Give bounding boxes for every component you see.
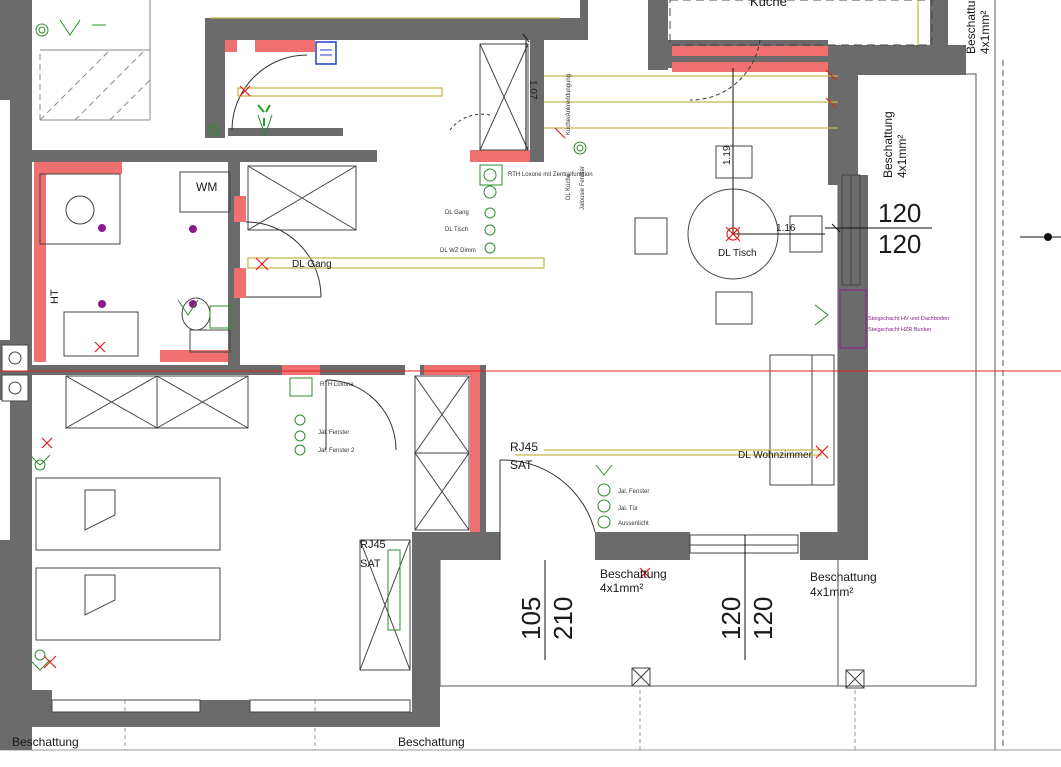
window-dim-a-top: 105 (516, 597, 546, 640)
switch-symbols (29, 19, 829, 671)
appliance-heater: HT (49, 289, 61, 304)
switch-label-kueche-vertical: Küche/Ankreddungung (566, 74, 572, 135)
walls (0, 0, 966, 750)
shaft-label-2: Steigschacht HZR Bunker (868, 327, 931, 333)
switch-label-dl-gang: DL Gang (445, 210, 469, 216)
outlet-rj45-b: RJ45 (360, 539, 386, 551)
shading-spec-bottom-right: 4x1mm² (810, 585, 853, 599)
purple-outlets (98, 224, 197, 308)
shading-spec-right: 4x1mm² (895, 135, 909, 178)
reference-dot (1044, 233, 1052, 241)
light-wiring (210, 0, 919, 456)
switch-label-dl-kueche: DL Küche (566, 173, 572, 200)
shading-label-bottom-mid: Beschattung (398, 735, 465, 749)
switch-label-jal-fenster: Jal. Fenster (318, 430, 349, 436)
stair-hatch (39, 49, 151, 121)
switch-label-dl-wz: DL WZ Dimm (440, 248, 476, 254)
shaft-box (839, 289, 867, 349)
window-dim-a-bottom: 210 (548, 597, 578, 640)
switch-label-jal-fenster-kueche: Jalousie Fenster (580, 166, 586, 210)
window-dim-right-bottom: 120 (878, 229, 921, 259)
switch-label-rth-loxone: RTH Loxone (320, 382, 354, 388)
shaft-label-1: Steigschacht HV und Dachboden (868, 316, 949, 322)
shading-spec-bottom-center: 4x1mm² (600, 581, 643, 595)
dim-119: 1.19 (722, 145, 733, 165)
switch-symbols-bright (257, 104, 271, 126)
wall-highlights (34, 40, 828, 532)
door-swings (231, 39, 761, 560)
outlet-rj45-a: RJ45 (510, 440, 538, 454)
shading-label-bottom-left: Beschattung (12, 735, 79, 749)
dimension-lines (522, 33, 1061, 660)
appliance-washer: WM (196, 180, 217, 194)
light-label-tisch: DL Tisch (718, 248, 757, 259)
shading-label-bottom-right: Beschattung (810, 570, 877, 584)
switch-label-jal-tuer: Jal. Tür (618, 506, 638, 512)
window-dim-right-top: 120 (878, 198, 921, 228)
cabinets (1, 0, 933, 713)
switch-label-rth-loxone-zentral: RTH Loxone mit Zentralfunktion (508, 172, 593, 178)
switch-label-dl-tisch: DL Tisch (445, 227, 468, 233)
shading-spec-top-right: 4x1mm² (978, 11, 992, 54)
distribution-panel-icon (315, 41, 337, 65)
window-dim-b-bottom: 120 (748, 597, 778, 640)
light-label-wohnzimmer: DL Wohnzimmer (738, 450, 813, 461)
shading-label-bottom-center: Beschattung (600, 567, 667, 581)
light-markers (41, 69, 837, 669)
switch-label-jal-fenster-wz: Jal. Fenster (618, 489, 649, 495)
switch-label-jal-fenster-2: Jal. Fenster 2 (318, 448, 355, 454)
shading-label-right: Beschattung (881, 111, 895, 178)
outlet-sat-a: SAT (510, 458, 533, 472)
window-dim-b-top: 120 (716, 597, 746, 640)
shading-label-top-right: Beschattung (964, 0, 978, 54)
outlet-sat-b: SAT (360, 558, 381, 570)
switch-label-aussenlicht: Aussenlicht (618, 521, 649, 527)
outline-lines (0, 0, 1061, 751)
dim-116: 1.16 (776, 223, 796, 234)
light-label-gang: DL Gang (292, 259, 332, 270)
dim-107: 1.07 (527, 80, 538, 100)
room-label-kitchen: Küche (750, 0, 787, 9)
